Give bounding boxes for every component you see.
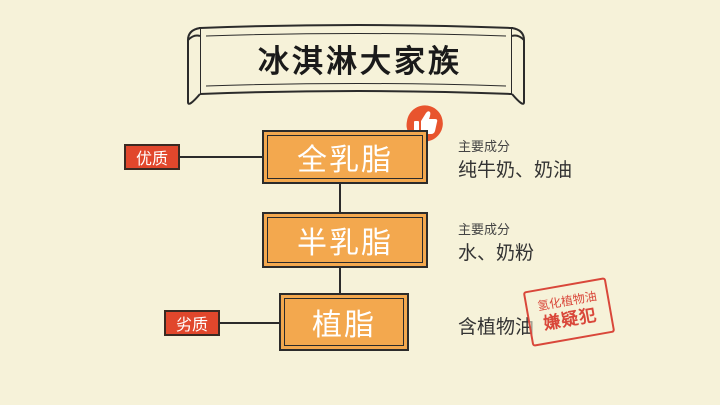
plant-fat-detail: 含植物油 [458, 316, 535, 338]
node-plant-fat: 植脂 [279, 293, 409, 351]
title-scroll [187, 24, 525, 105]
good-quality-tag: 优质 [124, 144, 180, 170]
half-fat-detail: 水、奶粉 [458, 242, 535, 264]
full-fat-detail: 纯牛奶、奶油 [458, 159, 573, 181]
node-full-fat: 全乳脂 [262, 130, 428, 184]
diagram-title: 冰淇淋大家族 [258, 43, 462, 80]
node-half-fat: 半乳脂 [262, 212, 428, 268]
half-fat-caption: 主要成分 [458, 223, 511, 238]
full-fat-caption: 主要成分 [458, 140, 511, 155]
bad-quality-tag: 劣质 [164, 310, 220, 336]
